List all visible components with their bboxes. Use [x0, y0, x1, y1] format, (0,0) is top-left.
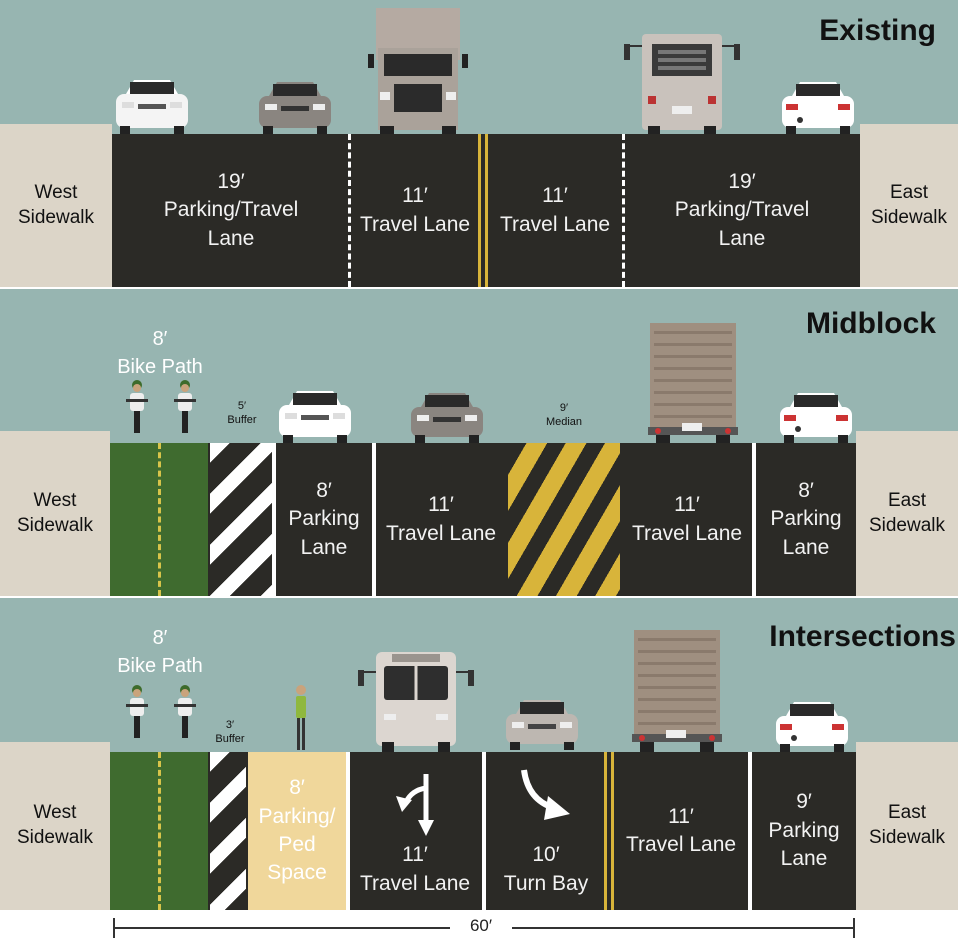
cyclist-icon: [126, 685, 148, 738]
cyclist-icon: [126, 380, 148, 433]
buffer-label: 5′Buffer: [227, 400, 257, 427]
lane-edge: [482, 752, 486, 910]
intersections-panel: Intersections 8′Bike Path 3′Buffer: [0, 598, 958, 910]
car-icon: [776, 702, 848, 752]
midblock-panel: Midblock 8′Bike Path 5′Buffer 9′Median: [0, 289, 958, 596]
car-icon: [411, 393, 483, 443]
existing-panel: Existing: [0, 0, 958, 287]
total-width-label: 60′: [469, 916, 493, 935]
lane-edge: [346, 752, 350, 910]
truck-icon: [648, 323, 738, 447]
lane-divider: [622, 134, 625, 287]
pedestrian-icon: [296, 685, 306, 750]
cyclist-icon: [174, 685, 196, 738]
travel-lane: 11′Travel Lane: [499, 184, 611, 236]
lane-edge: [272, 443, 276, 596]
travel-lane: 11′Travel Lane: [359, 184, 471, 236]
buffer-zone: [210, 752, 246, 910]
car-icon: [259, 82, 331, 134]
bus-icon: [624, 34, 740, 136]
center-line: [604, 752, 614, 910]
right-turn-arrow-icon: [521, 769, 570, 820]
bike-centerline: [158, 443, 161, 596]
bike-path-label: 8′Bike Path: [117, 328, 203, 378]
travel-lane: 11′Travel Lane: [625, 804, 737, 856]
car-icon: [506, 700, 578, 750]
bus-icon: [358, 652, 474, 752]
buffer-label: 3′Buffer: [215, 719, 245, 746]
intersections-title: Intersections: [769, 620, 956, 653]
travel-lane: 11′Travel Lane: [359, 843, 471, 895]
turn-bay: 10′Turn Bay: [503, 843, 589, 895]
truck-icon: [368, 8, 468, 136]
car-icon: [780, 393, 852, 443]
buffer-zone: [210, 443, 272, 596]
car-icon: [116, 80, 188, 134]
lane-edge: [748, 752, 752, 910]
total-width-dimension: [113, 918, 855, 938]
median-label: 9′Median: [545, 402, 583, 429]
car-icon: [782, 82, 854, 134]
existing-title: Existing: [819, 14, 936, 47]
median: [508, 443, 620, 596]
bike-centerline: [158, 752, 161, 910]
truck-icon: [632, 630, 722, 754]
lane-divider: [348, 134, 351, 287]
travel-lane: 11′Travel Lane: [385, 493, 497, 545]
bike-path-label: 8′Bike Path: [117, 627, 203, 677]
center-line: [478, 134, 488, 287]
midblock-title: Midblock: [805, 307, 936, 340]
car-icon: [279, 391, 351, 443]
travel-lane: 11′Travel Lane: [631, 493, 743, 545]
left-straight-arrow-icon: [396, 774, 434, 836]
lane-edge: [752, 443, 756, 596]
cyclist-icon: [174, 380, 196, 433]
lane-edge: [372, 443, 376, 596]
